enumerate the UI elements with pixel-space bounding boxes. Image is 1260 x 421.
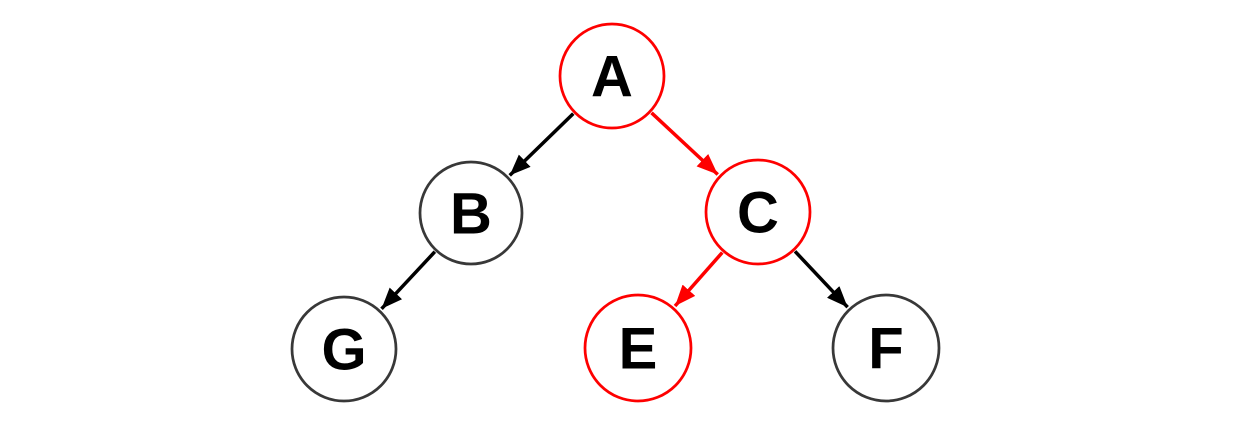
node-C: C <box>704 158 812 266</box>
node-C-circle <box>704 158 812 266</box>
node-G-circle <box>290 295 398 403</box>
edge-A-B <box>508 112 575 177</box>
edge-C-F <box>793 250 849 309</box>
node-B: B <box>418 160 524 266</box>
node-F-label: F <box>868 317 903 382</box>
node-E-circle <box>583 293 693 403</box>
node-A: A <box>558 22 666 130</box>
node-G: G <box>290 295 398 403</box>
node-B-circle <box>418 160 524 266</box>
edge-B-G <box>380 250 437 310</box>
node-E-label: E <box>619 317 658 382</box>
node-E: E <box>583 293 693 403</box>
node-B-label: B <box>450 182 492 247</box>
node-A-circle <box>558 22 666 130</box>
node-F: F <box>831 293 941 403</box>
edge-A-C <box>650 111 719 176</box>
node-A-label: A <box>591 45 633 110</box>
node-F-circle <box>831 293 941 403</box>
node-C-label: C <box>737 181 779 246</box>
edge-C-E <box>673 251 724 308</box>
node-G-label: G <box>321 318 366 383</box>
